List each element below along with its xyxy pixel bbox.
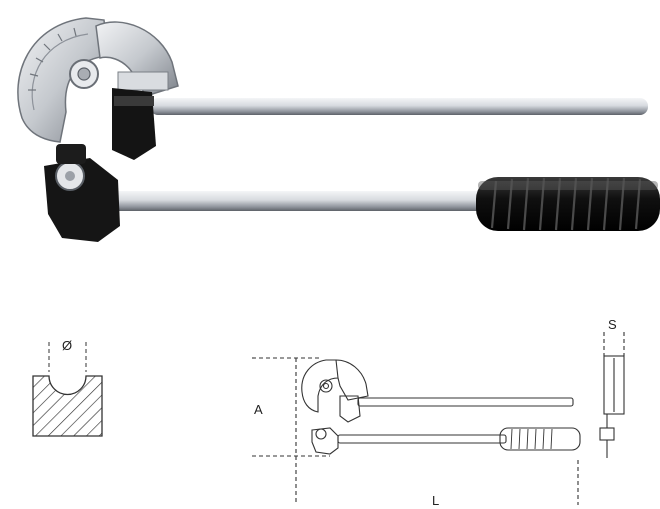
length-label: L: [432, 493, 439, 508]
sketch-die: [301, 359, 339, 413]
sketch-hook: [335, 359, 369, 401]
cross-section-drawing: Ø: [32, 338, 103, 437]
side-view-drawing: [252, 357, 581, 505]
sketch-upper-clamp: [339, 395, 361, 423]
forming-die: [17, 17, 109, 143]
end-view-foot: [599, 427, 615, 441]
sketch-lower-block: [311, 427, 339, 455]
end-view-body: [603, 355, 625, 415]
height-label: A: [254, 402, 263, 417]
handle-grip: [476, 177, 660, 231]
sketch-lower-pivot: [315, 428, 327, 440]
lower-rod: [112, 191, 492, 211]
thickness-label: S: [608, 317, 617, 332]
sketch-grip: [499, 427, 581, 451]
sketch-upper-rod: [357, 397, 574, 407]
end-view-drawing: [599, 332, 625, 458]
hook-plate: [95, 21, 179, 97]
upper-rod: [150, 98, 648, 115]
diameter-label: Ø: [62, 338, 72, 353]
die-section-profile: [32, 375, 103, 437]
connecting-link: [56, 144, 86, 164]
sketch-pivot: [319, 379, 333, 393]
tube-bender-photo: [17, 17, 660, 242]
sketch-lower-rod: [337, 434, 507, 444]
